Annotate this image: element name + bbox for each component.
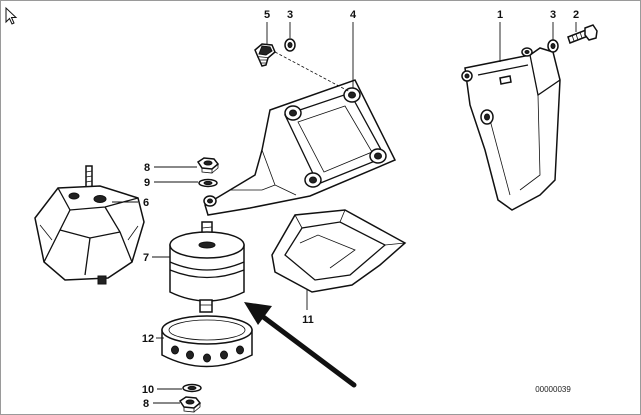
part-2-bolt xyxy=(567,24,598,44)
callout-8-top: 8 xyxy=(144,162,150,174)
part-12-sleeve xyxy=(161,315,253,368)
part-4-bracket xyxy=(203,79,397,216)
callout-10: 10 xyxy=(142,384,154,396)
callout-9: 9 xyxy=(144,177,150,189)
callout-3-right: 3 xyxy=(550,9,556,21)
callout-11: 11 xyxy=(302,314,314,326)
callout-1: 1 xyxy=(497,9,503,21)
diagram-code: 00000039 xyxy=(535,385,571,394)
callout-6: 6 xyxy=(143,197,149,209)
callout-12: 12 xyxy=(142,333,154,345)
leader-lines xyxy=(112,22,577,404)
part-3-washer-right xyxy=(547,39,559,53)
part-6-engine-mount xyxy=(34,165,145,285)
part-8-nut-bottom xyxy=(178,396,202,413)
part-7-rubber-mount xyxy=(169,221,245,313)
part-1-bracket xyxy=(461,47,561,211)
callout-3-top: 3 xyxy=(287,9,293,21)
part-3-washer-top xyxy=(284,38,296,52)
callout-4: 4 xyxy=(350,9,357,21)
part-10-washer xyxy=(182,383,202,393)
pointer-arrow-icon xyxy=(244,302,357,388)
part-5-bolt xyxy=(254,43,276,67)
cursor-icon xyxy=(5,6,18,25)
callout-2: 2 xyxy=(573,9,579,21)
callout-7: 7 xyxy=(143,252,149,264)
callout-5: 5 xyxy=(264,9,270,21)
part-9-washer xyxy=(198,178,218,188)
part-8-nut-top xyxy=(196,157,220,174)
part-11-heat-shield xyxy=(271,209,407,293)
callout-8-bottom: 8 xyxy=(143,398,149,410)
